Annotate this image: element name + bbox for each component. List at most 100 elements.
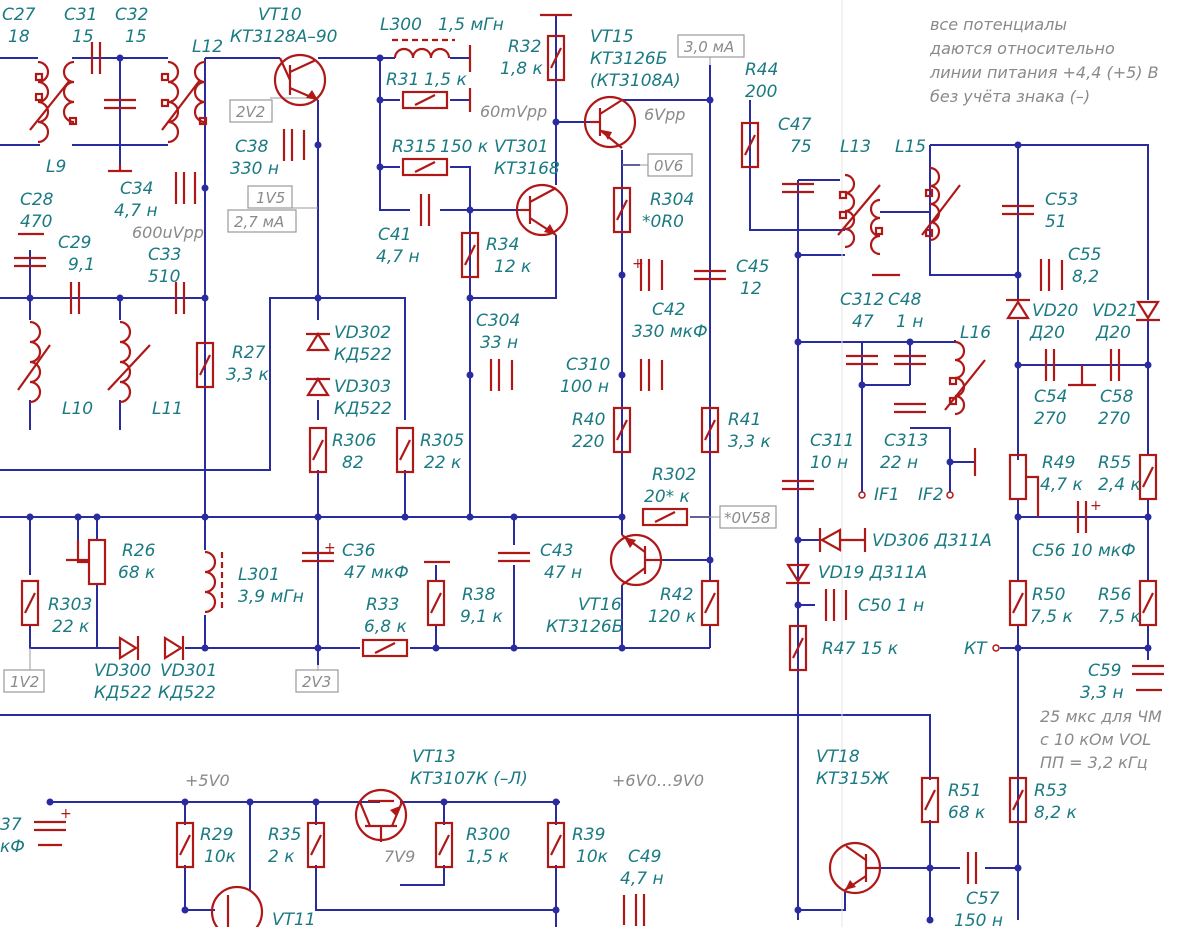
label-l10: L10 — [62, 399, 93, 419]
potentials-note: все потенциалы даются относительно линии… — [929, 15, 1159, 106]
label-vd306: VD306 Д311А — [872, 531, 992, 551]
capacitor-c37 — [32, 820, 68, 832]
fm-note-1: 25 мкс для ЧМ — [1040, 707, 1162, 726]
resistor-r33 — [361, 638, 409, 658]
capacitors: + + + + — [12, 40, 1166, 927]
label-vt10: VT10 — [258, 5, 302, 25]
label-r305: R305 — [420, 431, 464, 451]
component-labels: C27 18 C31 15 C32 15 L12 L9 VT10 КТ3128А… — [0, 5, 1141, 927]
value-c38: 330 н — [230, 159, 279, 179]
label-r49: R49 — [1042, 453, 1075, 473]
label-vd20: VD20 — [1032, 301, 1078, 321]
type-vd20: Д20 — [1029, 323, 1065, 343]
value-c32: 15 — [125, 27, 147, 47]
value-r53: 8,2 к — [1034, 803, 1077, 823]
label-c49: C49 — [628, 847, 662, 867]
label-vt16: VT16 — [578, 595, 622, 615]
value-c312: 47 — [852, 312, 874, 332]
alt-vt15: (КТ3108А) — [590, 71, 681, 91]
label-c29: C29 — [58, 233, 92, 253]
label-l16: L16 — [960, 323, 991, 343]
label-vd21: VD21 — [1092, 301, 1138, 321]
value-r42: 120 к — [648, 607, 697, 627]
label-vt11: VT11 — [272, 910, 316, 927]
value-r302: 20* к — [644, 487, 691, 507]
capacitor-c304 — [489, 357, 501, 393]
label-c34: C34 — [120, 179, 154, 199]
label-c48: C48 — [888, 290, 922, 310]
value-c304: 33 н — [480, 333, 518, 353]
resistor-r315 — [401, 157, 449, 177]
value-c33: 510 — [148, 267, 180, 287]
tag-1v5: 1V5 — [256, 189, 285, 207]
label-c36: C36 — [342, 541, 376, 561]
label-c50: C50 1 н — [858, 596, 924, 616]
label-r31: R31 — [386, 70, 419, 90]
label-r300: R300 — [466, 825, 510, 845]
label-c59: C59 — [1088, 661, 1122, 681]
test-point-boxes: 2V2 1V5 2,7 мА 3,0 мА 0V6 *0V58 1V2 2V3 — [3, 34, 777, 693]
label-r38: R38 — [462, 585, 496, 605]
value-l300: 1,5 мГн — [438, 15, 504, 35]
resistor-r31 — [401, 90, 449, 110]
value-r34: 12 к — [494, 257, 532, 277]
value-r306: 82 — [342, 453, 364, 473]
label-r302: R302 — [652, 465, 696, 485]
label-l13: L13 — [840, 137, 871, 157]
resistor-r303 — [20, 579, 40, 627]
junctions — [26, 54, 1152, 924]
value-r39: 10к — [576, 847, 609, 867]
label-r26: R26 — [122, 541, 156, 561]
value-r26: 68 к — [118, 563, 156, 583]
capacitor-c59 — [1130, 664, 1166, 676]
label-vt13: VT13 — [412, 747, 456, 767]
label-l11: L11 — [152, 399, 183, 419]
tag-2-7ma: 2,7 мА — [234, 213, 284, 231]
capacitor-c55 — [1039, 257, 1051, 293]
label-r39: R39 — [572, 825, 605, 845]
value-r38: 9,1 к — [460, 607, 503, 627]
value-c311: 10 н — [810, 453, 848, 473]
value-c53: 51 — [1045, 212, 1067, 232]
label-l15: L15 — [895, 137, 926, 157]
resistor-r39 — [546, 821, 566, 869]
label-r35: R35 — [268, 825, 301, 845]
supply-6-9v: +6V0…9V0 — [612, 771, 704, 790]
capacitor-c43 — [496, 551, 532, 563]
type-vt10: КТ3128А–90 — [230, 27, 337, 47]
label-vt18: VT18 — [816, 747, 860, 767]
grey-annotations: 600uVpp 60mVpp 6Vpp +5V0 +6V0…9V0 7V9 25… — [132, 102, 1162, 866]
note-line-4: без учёта знака (–) — [930, 87, 1090, 106]
resistor-r300 — [434, 821, 454, 869]
label-r315: R315 — [392, 137, 436, 157]
tag-1v2: 1V2 — [10, 673, 39, 691]
label-r41: R41 — [728, 410, 761, 430]
value-c313: 22 н — [880, 453, 918, 473]
value-c59: 3,3 н — [1080, 683, 1124, 703]
label-r51: R51 — [948, 781, 981, 801]
capacitor-c50 — [824, 587, 836, 623]
capacitor-c49 — [634, 892, 646, 927]
label-r40: R40 — [572, 410, 605, 430]
value-c57: 150 н — [954, 911, 1003, 927]
vpp-60m: 60mVpp — [480, 102, 547, 121]
svg-text:+: + — [632, 256, 644, 272]
value-r44: 200 — [745, 82, 777, 102]
type-vt15: КТ3126Б — [590, 49, 667, 69]
label-c311: C311 — [810, 431, 854, 451]
resistor-r29 — [175, 821, 195, 869]
value-c43: 47 н — [544, 563, 582, 583]
svg-text:+: + — [1090, 498, 1102, 514]
resistor-r305 — [395, 426, 415, 474]
label-r306: R306 — [332, 431, 376, 451]
label-vd300: VD300 — [94, 661, 151, 681]
label-r47: R47 15 к — [822, 639, 899, 659]
value-c34: 4,7 н — [114, 201, 158, 221]
value-l301: 3,9 мГн — [238, 587, 304, 607]
resistor-r26 — [76, 538, 107, 586]
label-c312: C312 — [840, 290, 884, 310]
label-c53: C53 — [1045, 190, 1079, 210]
value-c28: 470 — [20, 212, 52, 232]
label-r44: R44 — [745, 60, 778, 80]
